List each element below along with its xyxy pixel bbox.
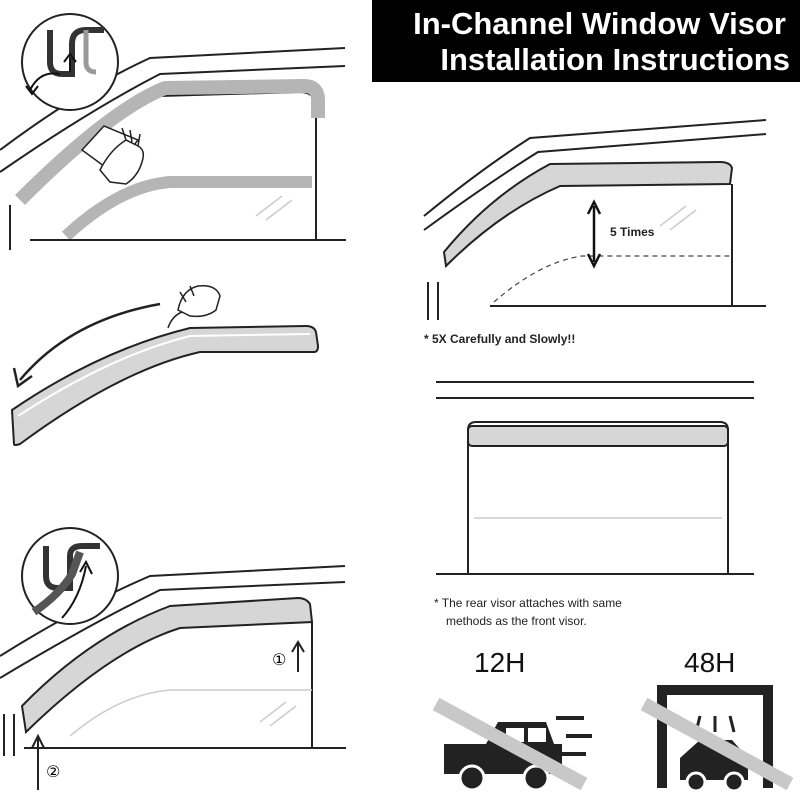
step-insert-visor-diagram [0, 527, 346, 790]
rear-visor [467, 425, 729, 447]
no-carwash-hours-label: 48H [684, 647, 736, 678]
step-peel-tape-diagram [10, 284, 320, 446]
press-count-label: 5 Times [610, 225, 655, 239]
title-line-1: In-Channel Window Visor [413, 6, 786, 41]
step-one-mark: ① [272, 652, 287, 669]
front-visor-installed [20, 596, 314, 735]
hand-with-cloth-icon [80, 125, 145, 185]
front-visor [10, 324, 320, 446]
prohibit-slash [640, 697, 794, 791]
step-two-mark: ② [46, 764, 61, 781]
step-clean-channel-diagram [0, 13, 346, 250]
glass-edge-highlight [61, 176, 312, 241]
channel-highlight [15, 79, 325, 205]
press-note: * 5X Carefully and Slowly!! [424, 332, 576, 346]
rear-note-line-1: * The rear visor attaches with same [434, 596, 622, 610]
hand-pulling-tape-icon [177, 284, 221, 318]
no-driving-icon [432, 697, 592, 792]
peel-direction-arrow [19, 302, 161, 381]
title-line-2: Installation Instructions [440, 42, 790, 77]
step-press-visor-diagram [423, 119, 767, 320]
title-banner: In-Channel Window Visor Installation Ins… [372, 0, 800, 82]
no-carwash-icon [640, 685, 794, 793]
visor-being-pressed [442, 160, 734, 269]
no-driving-hours-label: 12H [474, 647, 526, 678]
rear-visor-diagram [436, 381, 754, 575]
rear-note-line-2: methods as the front visor. [446, 614, 587, 628]
prohibit-slash [432, 697, 588, 791]
